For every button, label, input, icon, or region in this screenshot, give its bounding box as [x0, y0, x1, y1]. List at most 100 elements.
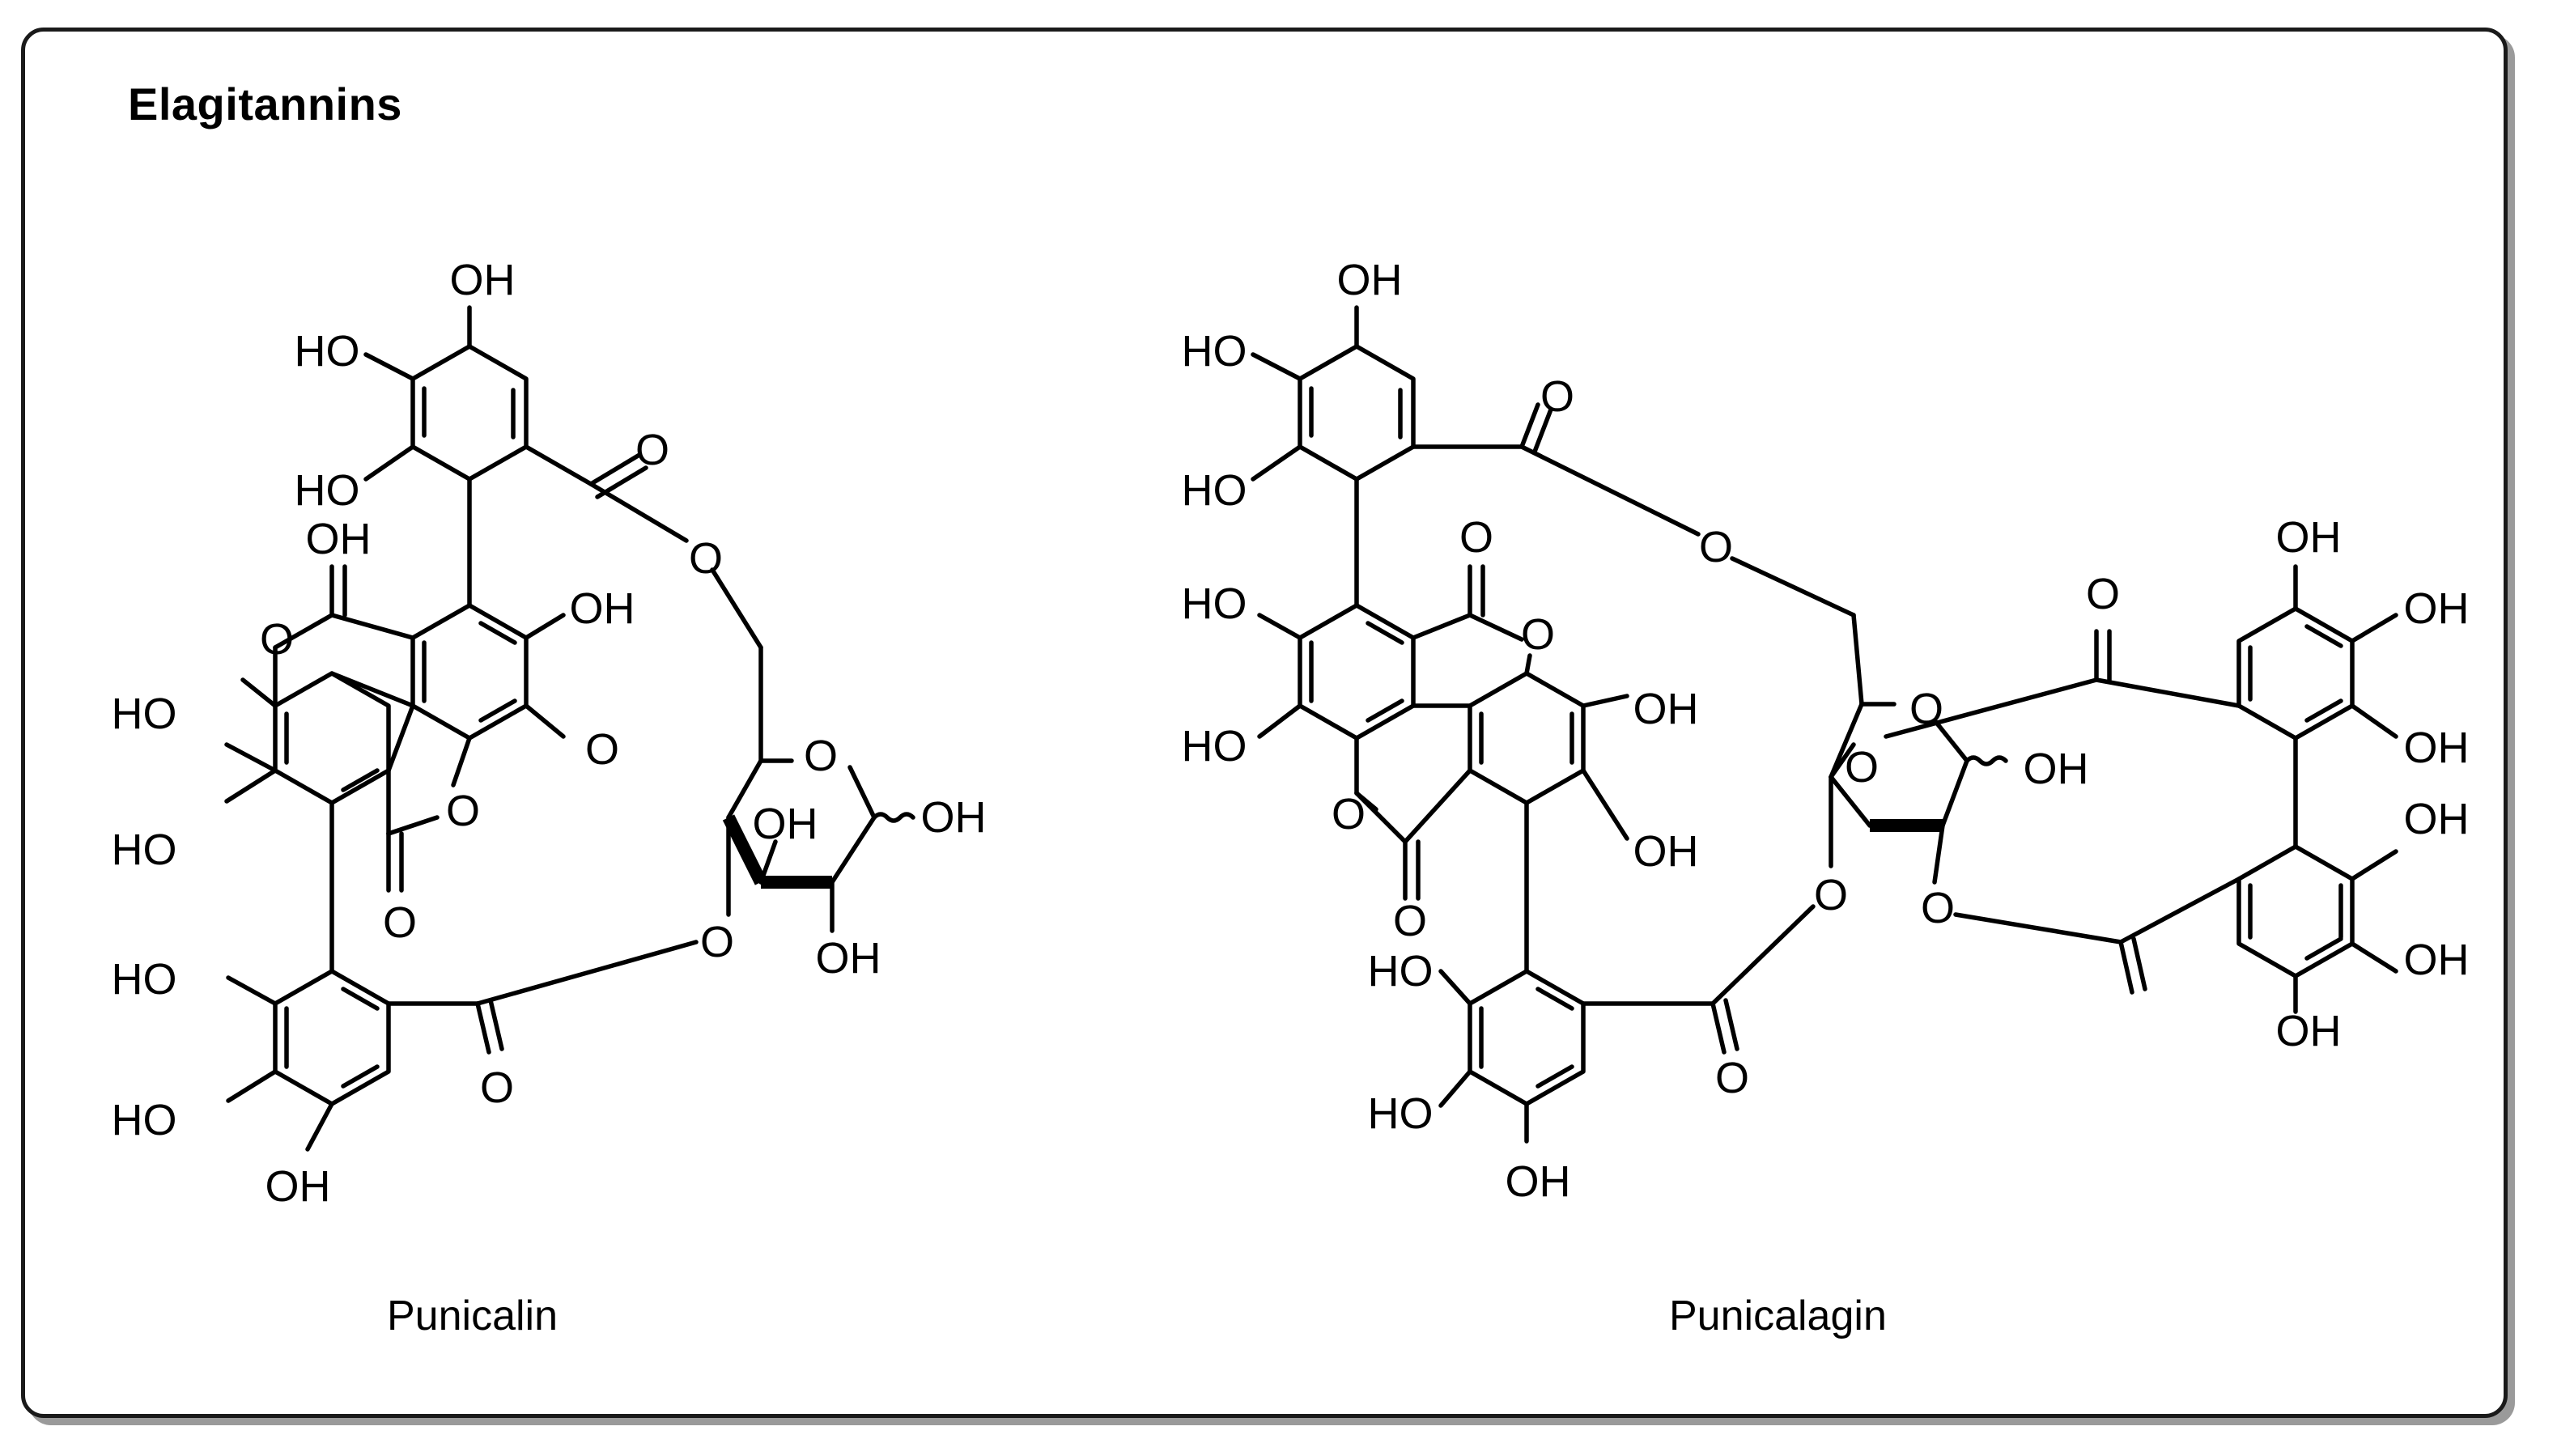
atom-label: HO: [1182, 722, 1247, 770]
bond: [329, 613, 415, 640]
bond: [1403, 768, 1472, 844]
bond: [1298, 603, 1416, 741]
punicalin-labels: OH HO HO O O OH OH HO HO O O O O O OH O …: [112, 256, 987, 1211]
atom-label: O: [1332, 790, 1366, 838]
atom-label: OH: [306, 515, 372, 563]
bond: [1438, 969, 1472, 1006]
bond: [1953, 912, 2123, 944]
punicalagin-structure: [1251, 305, 2398, 1144]
bond: [488, 998, 504, 1051]
bond: [1829, 775, 1872, 828]
bond: [1468, 613, 1524, 642]
bond: [273, 969, 391, 1106]
bond: [363, 352, 415, 381]
atom-label: HO: [1182, 466, 1247, 515]
bond: [2350, 613, 2398, 643]
bond: [2236, 844, 2355, 978]
bond: [478, 698, 517, 723]
bond: [329, 671, 415, 708]
atom-label: OH: [1633, 685, 1699, 733]
bond: [224, 768, 278, 804]
atom-label: O: [1845, 743, 1879, 792]
atom-label: HO: [295, 327, 360, 376]
bond: [1468, 969, 1586, 1106]
atom-label: OH: [753, 800, 818, 848]
atom-label: O: [700, 918, 734, 966]
bond: [1723, 998, 1739, 1051]
atom-label: O: [689, 534, 723, 583]
bond: [1581, 768, 1629, 841]
bond: [847, 765, 877, 820]
atom-label: O: [1393, 897, 1427, 945]
bond: [1524, 653, 1532, 676]
punicalin-caption: Punicalin: [387, 1293, 559, 1339]
bond: [341, 1064, 380, 1089]
bond: [722, 814, 767, 885]
bond: [224, 742, 278, 773]
bond: [226, 1069, 278, 1103]
atom-label: HO: [1368, 1089, 1434, 1138]
bond: [1366, 698, 1404, 723]
bond: [2350, 703, 2398, 739]
bond: [1710, 1001, 1727, 1055]
bond: [830, 815, 877, 885]
atom-label: O: [804, 732, 838, 780]
atom-label: OH: [816, 934, 881, 983]
bond: [758, 645, 794, 763]
bond: [588, 452, 642, 486]
bond: [524, 703, 566, 739]
bond: [1829, 702, 1864, 779]
atom-label: O: [446, 787, 480, 835]
bond: [341, 987, 380, 1011]
bond: [1298, 344, 1416, 482]
atom-label: OH: [570, 584, 635, 633]
punicalin-structure: [224, 305, 915, 1152]
bond: [758, 839, 778, 885]
bond: [2350, 849, 2398, 881]
bond: [1519, 444, 1701, 537]
punicalagin-labels: OH HO HO O O HO HO O O O OH OH HO HO OH …: [1182, 256, 2470, 1206]
bond: [410, 603, 529, 741]
bond: [1519, 402, 1540, 449]
atom-label: OH: [2404, 936, 2470, 984]
bond: [475, 940, 699, 1006]
atom-label: HO: [112, 1096, 177, 1144]
bond: [410, 344, 529, 482]
atom-label: O: [480, 1063, 514, 1112]
bond: [1438, 1069, 1472, 1108]
atom-label: OH: [2404, 724, 2470, 772]
bond: [2131, 936, 2147, 991]
atom-label: HO: [1368, 947, 1434, 995]
bond: [1829, 742, 1856, 779]
bond: [341, 768, 380, 792]
atom-label: O: [1909, 685, 1943, 733]
bond: [726, 758, 763, 820]
bond: [273, 613, 334, 650]
bond: [1940, 758, 1969, 828]
bond: [1257, 613, 1302, 640]
bond: [2236, 606, 2355, 741]
bond: [2304, 936, 2343, 961]
bond: [478, 621, 517, 645]
bond: [1851, 613, 1864, 707]
atom-label: OH: [2276, 1007, 2342, 1055]
atom-label: HO: [112, 826, 177, 874]
bond: [226, 975, 278, 1006]
atom-label: O: [1699, 523, 1733, 571]
bond: [872, 812, 915, 823]
bond: [386, 815, 440, 836]
bond: [363, 444, 415, 482]
bond: [588, 482, 689, 543]
atom-label: OH: [265, 1162, 331, 1211]
bond: [2118, 877, 2241, 944]
bond: [1354, 791, 1408, 844]
atom-label: OH: [1633, 827, 1699, 876]
bond: [1251, 352, 1302, 381]
atom-label: O: [1921, 884, 1955, 932]
bond: [524, 613, 566, 640]
atom-label: O: [2086, 570, 2120, 618]
atom-label: O: [1814, 871, 1848, 919]
atom-label: OH: [1337, 256, 1403, 304]
